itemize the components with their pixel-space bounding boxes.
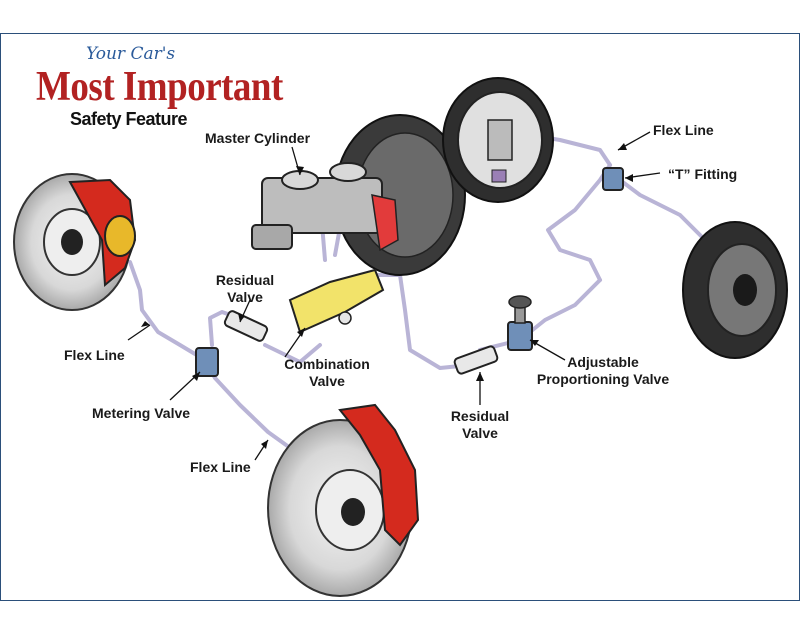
- label-adjustable-line1: Adjustable: [567, 354, 639, 370]
- label-t-fitting: “T” Fitting: [668, 166, 738, 182]
- label-flex-line-bottom: Flex Line: [190, 459, 251, 475]
- label-combination-valve: Combination Valve: [277, 356, 377, 390]
- master-cylinder: [251, 162, 399, 252]
- label-residual-valve-right: Residual Valve: [445, 408, 515, 442]
- title-line-1: Your Car's: [86, 44, 176, 64]
- label-metering-valve: Metering Valve: [92, 405, 191, 421]
- residual-valve-right: [453, 345, 499, 375]
- title-line-2: Most Important: [36, 63, 283, 111]
- label-residual-valve-left: Residual Valve: [210, 272, 280, 306]
- front-disc-brake: [267, 403, 420, 597]
- label-combination-valve-line1: Combination: [284, 356, 370, 372]
- residual-valve-left: [223, 310, 269, 342]
- label-residual-valve-left-line1: Residual: [215, 272, 275, 288]
- label-combination-valve-line2: Valve: [309, 373, 345, 389]
- rear-drum-brake-backing: [442, 77, 554, 203]
- t-fitting: [602, 167, 624, 191]
- metering-valve: [195, 347, 219, 377]
- label-master-cylinder: Master Cylinder: [205, 130, 311, 146]
- label-flex-line-left: Flex Line: [64, 347, 125, 363]
- label-adjustable-line2: Proportioning Valve: [536, 371, 670, 387]
- rear-drum: [682, 221, 788, 359]
- title-line-3: Safety Feature: [70, 109, 188, 129]
- label-residual-valve-right-line2: Valve: [462, 425, 498, 441]
- label-residual-valve-left-line2: Valve: [227, 289, 263, 305]
- label-residual-valve-right-line1: Residual: [450, 408, 510, 424]
- label-flex-line-top-right: Flex Line: [653, 122, 714, 138]
- combination-valve: [288, 268, 385, 334]
- label-adjustable-proportioning-valve: Adjustable Proportioning Valve: [528, 354, 678, 388]
- proportioning-valve: [507, 295, 533, 351]
- left-disc-brake: [13, 173, 137, 311]
